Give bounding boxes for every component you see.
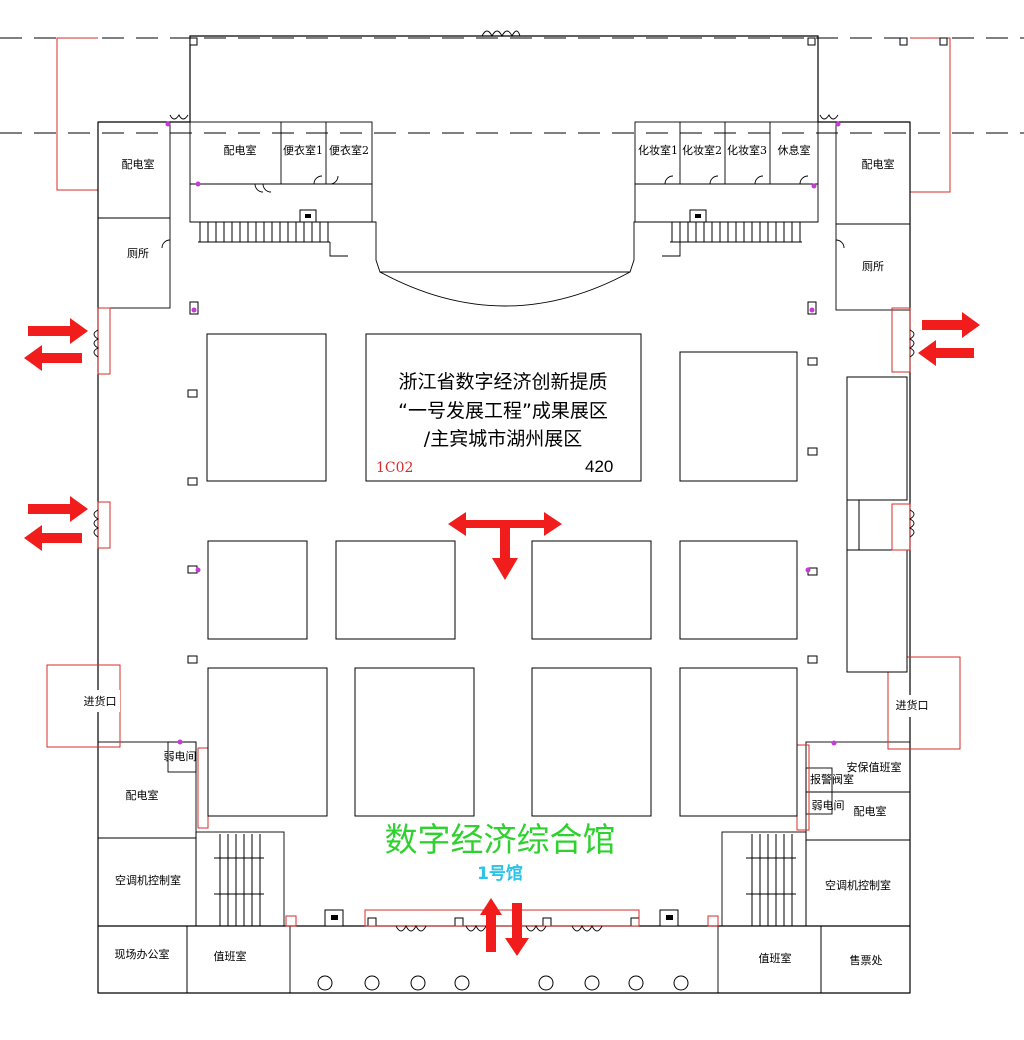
side-door-outline — [197, 747, 209, 829]
featured-booth[interactable] — [365, 333, 642, 482]
door-icon — [93, 114, 915, 538]
side-door-outline — [891, 307, 911, 373]
side-door-outline — [891, 503, 911, 551]
booth-area: 420 — [585, 457, 613, 476]
side-block — [846, 549, 908, 673]
booth[interactable] — [207, 540, 308, 640]
room-label: 安保值班室 — [847, 760, 902, 774]
room-label: 配电室 — [224, 143, 257, 157]
bollard-row — [290, 975, 718, 994]
room-label: 进货口 — [84, 694, 117, 708]
room-label: 值班室 — [759, 951, 792, 965]
booth[interactable] — [335, 540, 456, 640]
booth[interactable] — [679, 667, 798, 817]
side-door-outline — [796, 744, 810, 831]
stairwell-left — [214, 834, 264, 926]
marker-dot — [165, 121, 841, 746]
room-label: 值班室 — [214, 949, 247, 963]
room-label: 便衣室2 — [329, 143, 369, 157]
room-label: 售票处 — [850, 953, 883, 967]
room-label: 厕所 — [127, 247, 149, 260]
hall-title: 数字经济综合馆 — [385, 820, 616, 859]
booth[interactable] — [354, 667, 475, 817]
booth[interactable] — [679, 540, 798, 640]
up-down-arrow-icon — [480, 898, 529, 956]
room-label: 弱电间 — [164, 750, 197, 763]
right-service-rooms — [717, 121, 911, 994]
room-label: 配电室 — [854, 804, 887, 818]
double-arrow-icon — [24, 312, 980, 551]
t-arrow-icon — [448, 512, 562, 580]
room-label: 化妆室1 — [638, 143, 678, 157]
door-icon — [395, 924, 603, 932]
red-boundary — [910, 37, 951, 193]
booth-name-line2: “一号发展工程”成果展区 — [398, 400, 608, 422]
loading-bay-outline — [887, 656, 961, 750]
entrance-outline — [364, 909, 640, 927]
room-label: 弱电间 — [812, 799, 845, 812]
room-label: 进货口 — [896, 698, 929, 712]
room-label: 化妆室3 — [727, 143, 767, 157]
hall-subtitle: 1号馆 — [477, 863, 523, 884]
room-label: 报警阀室 — [810, 772, 854, 786]
booth-name-line3: /主宾城市湖州展区 — [424, 428, 582, 450]
room-label: 现场办公室 — [115, 947, 170, 961]
red-boundary — [56, 37, 98, 191]
room-label: 配电室 — [126, 788, 159, 802]
booth-name-line1: 浙江省数字经济创新提质 — [398, 371, 607, 393]
door-icon — [481, 30, 521, 38]
room-label: 配电室 — [862, 157, 895, 171]
room-label: 便衣室1 — [283, 143, 323, 157]
room-label: 厕所 — [862, 260, 884, 273]
booth-code: 1C02 — [376, 460, 413, 476]
side-block — [846, 499, 860, 551]
top-left-rooms — [189, 121, 373, 223]
booth[interactable] — [207, 667, 328, 817]
column-icon — [187, 37, 948, 927]
left-service-rooms — [97, 121, 291, 994]
stairwell-right — [746, 834, 796, 926]
booth[interactable] — [206, 333, 327, 482]
side-door-outline — [97, 501, 111, 549]
booth[interactable] — [531, 540, 652, 640]
booth-grid — [206, 333, 798, 817]
room-label: 空调机控制室 — [825, 878, 891, 892]
room-label: 空调机控制室 — [115, 873, 181, 887]
room-label: 配电室 — [122, 157, 155, 171]
booth[interactable] — [531, 667, 652, 817]
side-block — [846, 376, 908, 501]
booth[interactable] — [679, 351, 798, 482]
room-label: 化妆室2 — [682, 143, 722, 157]
stage — [190, 209, 818, 307]
side-door-outline — [97, 307, 111, 375]
top-right-rooms — [634, 121, 819, 223]
room-label: 休息室 — [778, 143, 811, 157]
